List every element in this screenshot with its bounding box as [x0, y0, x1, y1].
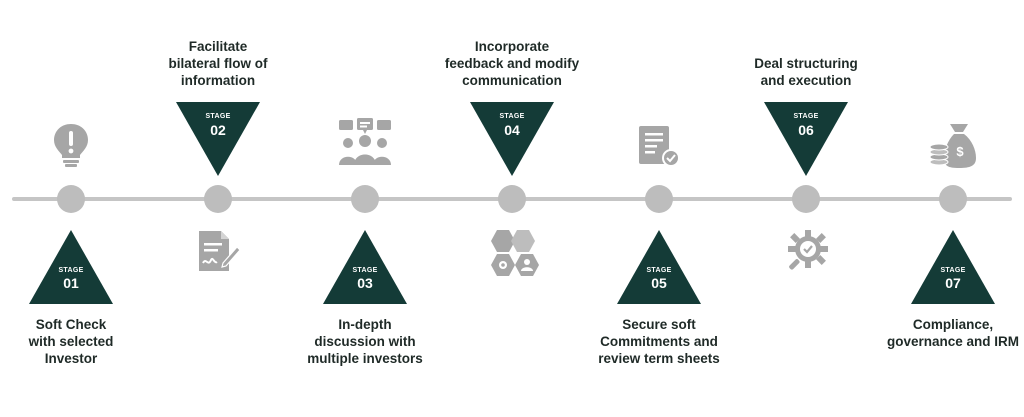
timeline-node-7: [939, 185, 967, 213]
timeline-node-3: [351, 185, 379, 213]
stage-06-number: 06: [798, 122, 814, 138]
stage-07-number: 07: [945, 275, 961, 291]
stage-01-badge: STAGE 01: [29, 230, 113, 304]
hexagon-gear-user-icon: [491, 230, 539, 276]
stage-05-number: 05: [651, 275, 667, 291]
stage-07-badge: STAGE 07: [911, 230, 995, 304]
stage-04-description: Incorporate feedback and modify communic…: [444, 39, 580, 88]
stage-01-number: 01: [63, 275, 79, 291]
stage-04-badge: STAGE 04: [470, 102, 554, 176]
stage-02-description: Facilitate bilateral flow of information: [168, 39, 268, 88]
stage-05-label: STAGE: [646, 267, 672, 274]
money-bag-coins-icon: $: [929, 124, 976, 168]
stage-06-description: Deal structuring and execution: [754, 56, 858, 88]
stage-01-label: STAGE: [58, 267, 84, 274]
stage-03-description: In-depth discussion with multiple invest…: [307, 317, 423, 366]
document-signature-icon: [199, 231, 241, 271]
stage-05-description: Secure soft Commitments and review term …: [598, 317, 720, 366]
stage-05-badge: STAGE 05: [617, 230, 701, 304]
timeline-node-5: [645, 185, 673, 213]
checklist-document-icon: [639, 126, 680, 167]
group-discussion-icon: [339, 118, 391, 165]
stage-02-badge: STAGE 02: [176, 102, 260, 176]
stage-01-description: Soft Check with selected Investor: [28, 317, 114, 366]
stage-06-label: STAGE: [793, 113, 819, 120]
stage-04-number: 04: [504, 122, 520, 138]
stage-03-number: 03: [357, 275, 373, 291]
stage-06-badge: STAGE 06: [764, 102, 848, 176]
stage-07-description: Compliance, governance and IRM: [886, 317, 1020, 349]
svg-text:$: $: [956, 144, 964, 159]
stage-03-badge: STAGE 03: [323, 230, 407, 304]
lightbulb-exclamation-icon: [54, 124, 88, 167]
stage-02-label: STAGE: [205, 113, 231, 120]
stage-02-number: 02: [210, 122, 226, 138]
stage-07-label: STAGE: [940, 267, 966, 274]
gear-magnifier-icon: [788, 230, 828, 270]
timeline-node-2: [204, 185, 232, 213]
timeline-node-6: [792, 185, 820, 213]
timeline-node-4: [498, 185, 526, 213]
stage-04-label: STAGE: [499, 113, 525, 120]
stage-03-label: STAGE: [352, 267, 378, 274]
timeline-node-1: [57, 185, 85, 213]
